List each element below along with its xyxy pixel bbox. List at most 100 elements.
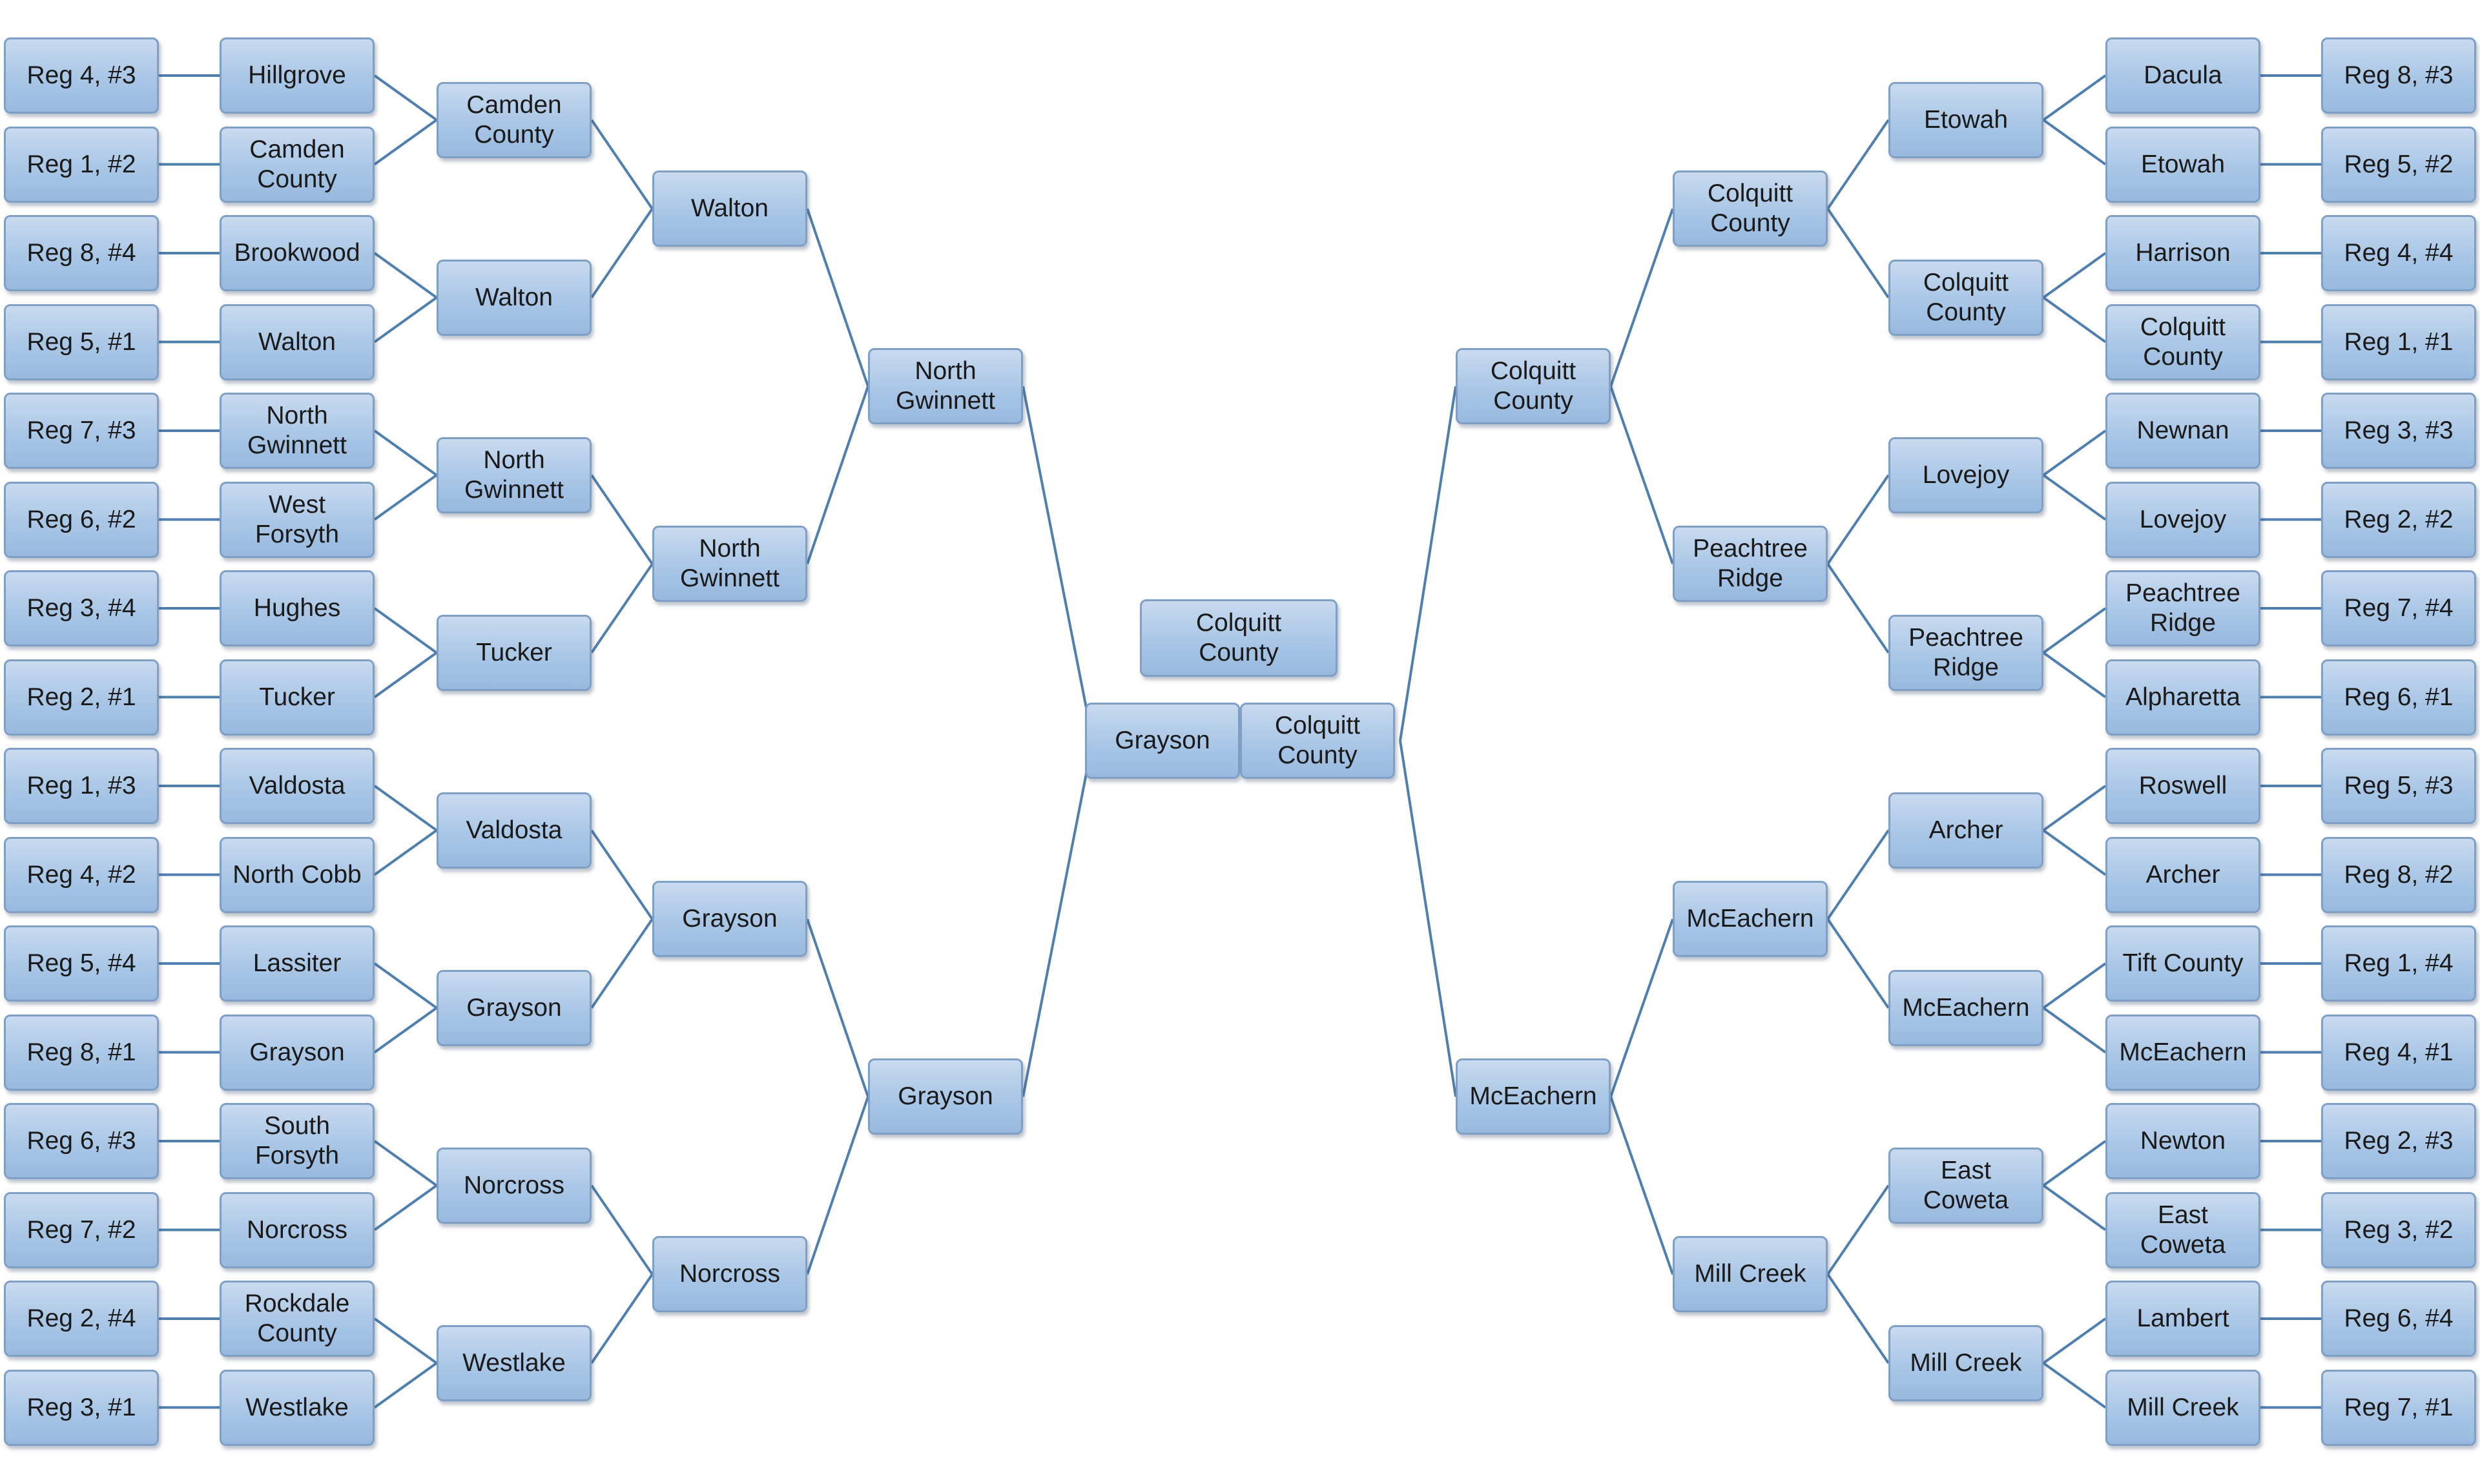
left-r32-team-box: Rockdale County xyxy=(220,1281,375,1357)
right-seed-box: Reg 3, #3 xyxy=(2321,393,2476,469)
left-seed-box: Reg 6, #3 xyxy=(4,1103,159,1179)
right-r32-team-box: Harrison xyxy=(2105,215,2260,291)
right-r32-team-box: Mill Creek xyxy=(2105,1369,2260,1446)
champion-box: Colquitt County xyxy=(1140,599,1338,677)
right-r32-team-box: East Coweta xyxy=(2105,1191,2260,1268)
left-round-connector xyxy=(373,1140,438,1187)
left-round-connector xyxy=(373,429,438,477)
right-semifinal-connector xyxy=(1399,386,1457,741)
left-round-connector xyxy=(373,607,438,654)
right-r16-team-box: Archer xyxy=(1888,792,2043,869)
left-seed-box: Reg 2, #1 xyxy=(4,659,159,736)
right-quarterfinal-team-box: McEachern xyxy=(1673,881,1828,958)
right-r32-team-box: Tift County xyxy=(2105,925,2260,1002)
left-round-connector xyxy=(373,1317,438,1365)
right-semifinal-team-box: Colquitt County xyxy=(1456,348,1611,425)
left-r32-team-box: North Cobb xyxy=(220,836,375,913)
final-right-team-box: Colquitt County xyxy=(1240,703,1395,779)
left-seed-box: Reg 5, #4 xyxy=(4,925,159,1002)
right-quarterfinal-team-box: Peachtree Ridge xyxy=(1673,526,1828,603)
left-quarterfinal-team-box: Norcross xyxy=(652,1236,807,1313)
right-round-connector xyxy=(2042,829,2107,876)
left-r32-team-box: Walton xyxy=(220,304,375,380)
left-round-connector xyxy=(806,386,869,564)
right-seed-box: Reg 8, #3 xyxy=(2321,37,2476,114)
right-r16-team-box: Colquitt County xyxy=(1888,259,2043,336)
left-r32-team-box: West Forsyth xyxy=(220,481,375,558)
left-round-connector xyxy=(590,918,654,1009)
right-seed-box: Reg 3, #2 xyxy=(2321,1191,2476,1268)
right-round-connector xyxy=(2042,74,2107,121)
left-seed-box: Reg 8, #1 xyxy=(4,1014,159,1091)
right-r32-team-box: Alpharetta xyxy=(2105,659,2260,736)
right-round-connector xyxy=(1609,386,1674,564)
right-seed-box: Reg 5, #2 xyxy=(2321,126,2476,203)
right-round-connector xyxy=(2042,1317,2107,1365)
left-quarterfinal-team-box: North Gwinnett xyxy=(652,526,807,603)
right-r16-team-box: Peachtree Ridge xyxy=(1888,614,2043,691)
right-seed-box: Reg 1, #4 xyxy=(2321,925,2476,1002)
left-r32-team-box: Brookwood xyxy=(220,215,375,291)
right-round-connector xyxy=(2042,607,2107,654)
right-round-connector xyxy=(1609,1096,1674,1275)
left-round-connector xyxy=(373,785,438,832)
right-seed-box: Reg 2, #3 xyxy=(2321,1103,2476,1179)
right-r32-team-box: Peachtree Ridge xyxy=(2105,570,2260,646)
left-semifinal-team-box: Grayson xyxy=(868,1058,1023,1135)
right-semifinal-team-box: McEachern xyxy=(1456,1058,1611,1135)
left-seed-box: Reg 3, #1 xyxy=(4,1369,159,1446)
right-round-connector xyxy=(1826,829,1890,920)
right-round-connector xyxy=(2042,1007,2107,1054)
left-seed-box: Reg 3, #4 xyxy=(4,570,159,646)
right-r32-team-box: Newton xyxy=(2105,1103,2260,1179)
right-r32-team-box: Dacula xyxy=(2105,37,2260,114)
left-r32-team-box: Hughes xyxy=(220,570,375,646)
left-r32-team-box: Camden County xyxy=(220,126,375,203)
left-round-connector xyxy=(373,474,438,521)
left-r16-team-box: Norcross xyxy=(437,1147,592,1224)
right-round-connector xyxy=(1826,563,1890,654)
final-left-team-box: Grayson xyxy=(1085,703,1240,779)
right-round-connector xyxy=(2042,1184,2107,1232)
left-round-connector xyxy=(373,652,438,699)
left-seed-box: Reg 2, #4 xyxy=(4,1281,159,1357)
left-round-connector xyxy=(590,208,654,298)
right-seed-box: Reg 4, #1 xyxy=(2321,1014,2476,1091)
right-seed-box: Reg 2, #2 xyxy=(2321,481,2476,558)
left-semifinal-team-box: North Gwinnett xyxy=(868,348,1023,425)
left-round-connector xyxy=(590,474,654,565)
left-r32-team-box: Lassiter xyxy=(220,925,375,1002)
left-round-connector xyxy=(590,119,654,210)
right-round-connector xyxy=(1826,1184,1890,1275)
right-round-connector xyxy=(2042,474,2107,521)
left-r32-team-box: North Gwinnett xyxy=(220,393,375,469)
left-r16-team-box: Walton xyxy=(437,259,592,336)
right-round-connector xyxy=(2042,962,2107,1009)
right-r32-team-box: Lambert xyxy=(2105,1281,2260,1357)
left-round-connector xyxy=(373,1007,438,1054)
right-seed-box: Reg 6, #4 xyxy=(2321,1281,2476,1357)
right-seed-box: Reg 5, #3 xyxy=(2321,748,2476,824)
right-r16-team-box: Etowah xyxy=(1888,81,2043,158)
right-seed-box: Reg 7, #4 xyxy=(2321,570,2476,646)
right-r32-team-box: McEachern xyxy=(2105,1014,2260,1091)
left-r32-team-box: Westlake xyxy=(220,1369,375,1446)
left-seed-box: Reg 1, #2 xyxy=(4,126,159,203)
right-r32-team-box: Archer xyxy=(2105,836,2260,913)
left-seed-box: Reg 8, #4 xyxy=(4,215,159,291)
left-r32-team-box: South Forsyth xyxy=(220,1103,375,1179)
right-seed-box: Reg 8, #2 xyxy=(2321,836,2476,913)
left-round-connector xyxy=(590,1184,654,1275)
left-round-connector xyxy=(373,829,438,876)
right-r16-team-box: Lovejoy xyxy=(1888,437,2043,513)
left-round-connector xyxy=(373,296,438,344)
left-round-connector xyxy=(590,829,654,920)
left-semifinal-connector xyxy=(1022,740,1094,1097)
left-quarterfinal-team-box: Walton xyxy=(652,170,807,247)
left-r32-team-box: Valdosta xyxy=(220,748,375,824)
right-round-connector xyxy=(1826,208,1890,298)
left-round-connector xyxy=(590,1273,654,1364)
right-round-connector xyxy=(1609,208,1674,387)
left-r16-team-box: Valdosta xyxy=(437,792,592,869)
right-round-connector xyxy=(2042,119,2107,166)
